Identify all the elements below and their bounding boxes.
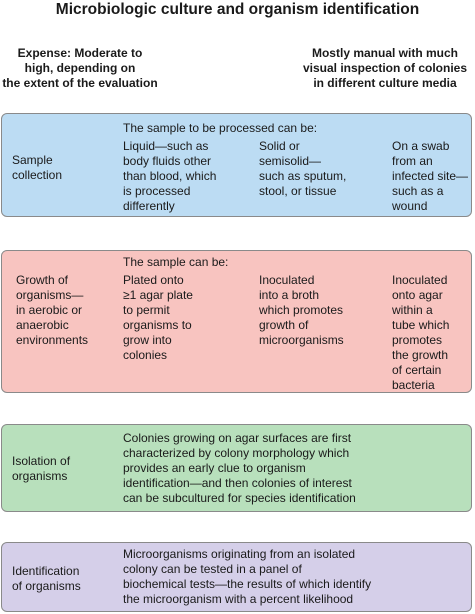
identification-box: Identification of organisms Microorganis… bbox=[1, 542, 472, 612]
growth-option-plated: Plated onto ≥1 agar plate to permit orga… bbox=[123, 273, 193, 362]
sample-collection-intro: The sample to be processed can be: bbox=[123, 121, 318, 135]
sample-option-swab: On a swab from an infected site— such as… bbox=[392, 139, 469, 213]
growth-intro: The sample can be: bbox=[123, 255, 229, 269]
sample-option-liquid: Liquid—such as body fluids other than bl… bbox=[123, 139, 217, 213]
growth-label: Growth of organisms— in aerobic or anaer… bbox=[16, 273, 89, 347]
sample-collection-box: Sample collection The sample to be proce… bbox=[1, 113, 472, 217]
sample-collection-label: Sample collection bbox=[12, 153, 63, 182]
identification-text: Microorganisms originating from an isola… bbox=[123, 547, 372, 606]
diagram-title: Microbiologic culture and organism ident… bbox=[55, 1, 420, 18]
isolation-text: Colonies growing on agar surfaces are fi… bbox=[123, 431, 356, 505]
growth-option-broth: Inoculated into a broth which promotes g… bbox=[259, 273, 344, 347]
expense-note: Expense: Moderate to high, depending on … bbox=[2, 46, 158, 90]
growth-box: Growth of organisms— in aerobic or anaer… bbox=[1, 250, 472, 393]
growth-option-tube: Inoculated onto agar within a tube which… bbox=[392, 273, 450, 392]
sample-option-solid: Solid or semisolid— such as sputum, stoo… bbox=[259, 139, 347, 198]
method-note: Mostly manual with much visual inspectio… bbox=[302, 46, 468, 90]
isolation-box: Isolation of organisms Colonies growing … bbox=[1, 424, 472, 512]
isolation-label: Isolation of organisms bbox=[12, 454, 71, 483]
identification-label: Identification of organisms bbox=[12, 564, 81, 593]
